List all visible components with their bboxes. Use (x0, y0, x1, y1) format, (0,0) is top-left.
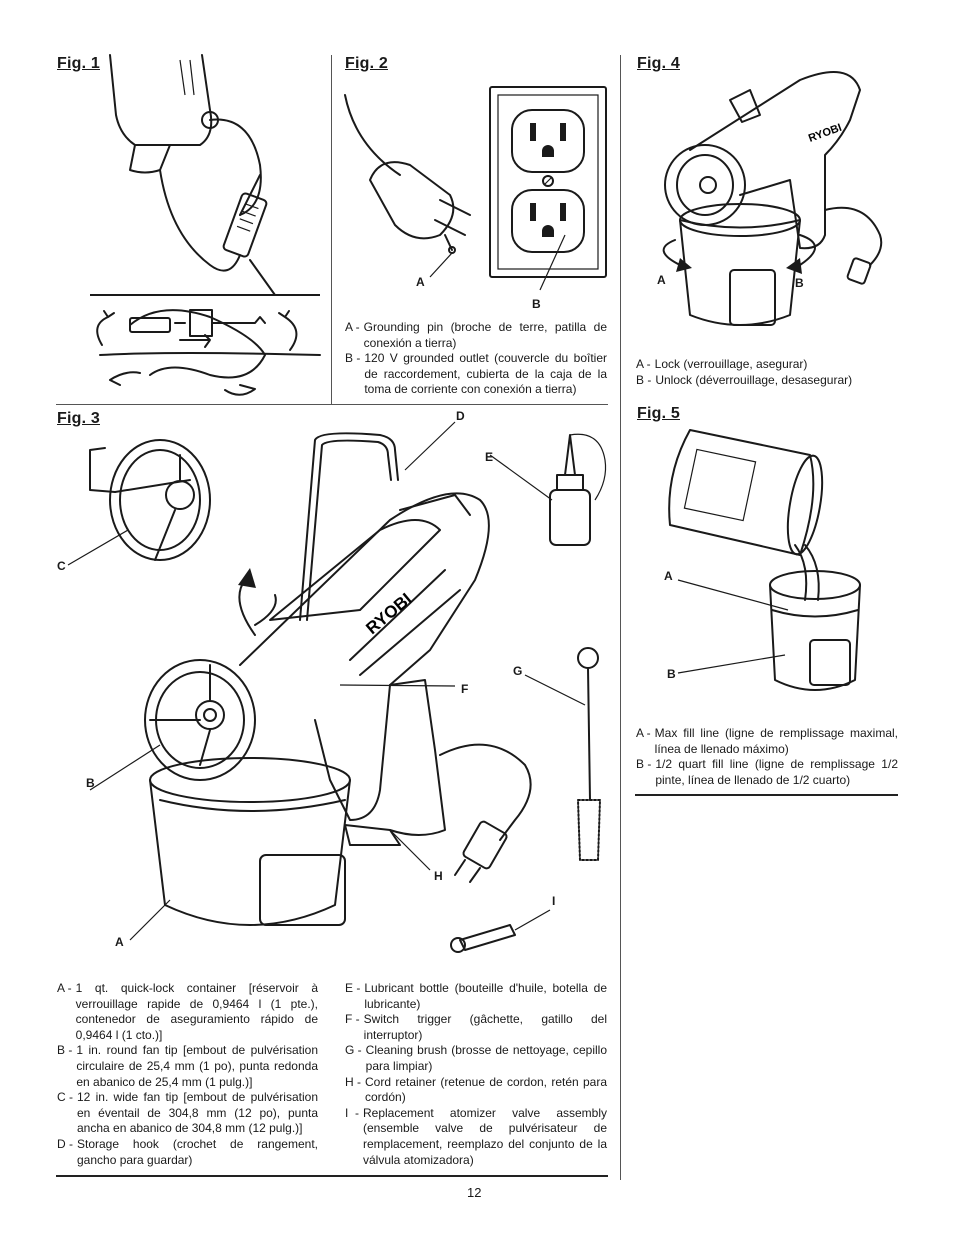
fig4-title: Fig. 4 (637, 55, 680, 72)
fig2-legend-item: B -120 V grounded outlet (couvercle du b… (345, 351, 607, 397)
fig2-illustration (344, 86, 607, 291)
fig3-legend-item: I -Replacement atomizer valve assembly (… (345, 1105, 607, 1167)
fig5-title: Fig. 5 (637, 405, 680, 422)
fig3-legend-left: A -1 qt. quick-lock container [réservoir… (57, 981, 318, 1168)
fig2-legend-item: A -Grounding pin (broche de terre, patil… (345, 320, 607, 350)
fig1-title: Fig. 1 (57, 55, 100, 72)
fig3-brand-logo: RYOBI (362, 589, 415, 638)
fig5-illustration (668, 429, 861, 691)
fig4-legend-item: A -Lock (verrouillage, asegurar) (636, 357, 808, 371)
rule-under-top-row (56, 404, 608, 405)
fig3-legend-item: E -Lubricant bottle (bouteille d'huile, … (345, 981, 607, 1011)
fig3-title: Fig. 3 (57, 410, 100, 427)
column-divider-right (620, 55, 621, 1180)
fig3-callout-h: H (434, 869, 443, 883)
fig3-callout-i: I (552, 894, 556, 908)
fig2-callout-a: A (416, 275, 425, 289)
fig3-legend-item: F -Switch trigger (gâchette, gatillo del… (345, 1012, 607, 1042)
fig3-legend-item: A -1 qt. quick-lock container [réservoir… (57, 981, 318, 1042)
fig3-illustration: RYOBI (67, 421, 607, 953)
fig2-title: Fig. 2 (345, 55, 388, 72)
fig3-legend-item: G -Cleaning brush (brosse de nettoyage, … (345, 1043, 607, 1073)
fig2-legend: A -Grounding pin (broche de terre, patil… (345, 320, 607, 398)
fig5-legend-item: B -1/2 quart fill line (ligne de remplis… (636, 757, 898, 787)
fig3-callout-d: D (456, 409, 465, 423)
fig4-callout-a: A (657, 273, 666, 287)
fig1-illustration (90, 54, 321, 396)
rule-bottom-left (56, 1175, 608, 1177)
fig3-callout-b: B (86, 776, 95, 790)
page-number: 12 (467, 1185, 482, 1200)
fig3-legend-item: C -12 in. wide fan tip [embout de pulvér… (57, 1090, 318, 1136)
fig3-callout-c: C (57, 559, 66, 573)
fig4-legend: A -Lock (verrouillage, asegurar) B -Unlo… (636, 357, 896, 388)
fig4-callout-b: B (795, 276, 804, 290)
fig2-callout-b: B (532, 297, 541, 311)
fig5-callout-b: B (667, 667, 676, 681)
fig3-callout-e: E (485, 450, 494, 464)
fig5-callout-a: A (664, 569, 673, 583)
fig3-legend-item: D -Storage hook (crochet de rangement, g… (57, 1136, 318, 1167)
rule-under-fig5 (635, 794, 898, 796)
fig3-legend-item: H -Cord retainer (retenue de cordon, ret… (345, 1074, 607, 1105)
fig3-callout-g: G (513, 664, 523, 678)
fig4-legend-item: B -Unlock (déverrouillage, desasegurar) (636, 372, 853, 387)
fig3-legend-right: E -Lubricant bottle (bouteille d'huile, … (345, 981, 607, 1168)
fig4-illustration: RYOBI (662, 71, 883, 326)
column-divider-left (331, 55, 332, 405)
fig3-callout-a: A (115, 935, 124, 949)
fig3-legend-item: B -1 in. round fan tip [embout de pulvér… (57, 1043, 318, 1089)
fig3-callout-f: F (461, 682, 469, 696)
fig5-legend-item: A -Max fill line (ligne de remplissage m… (636, 726, 898, 756)
fig5-legend: A -Max fill line (ligne de remplissage m… (636, 726, 898, 788)
